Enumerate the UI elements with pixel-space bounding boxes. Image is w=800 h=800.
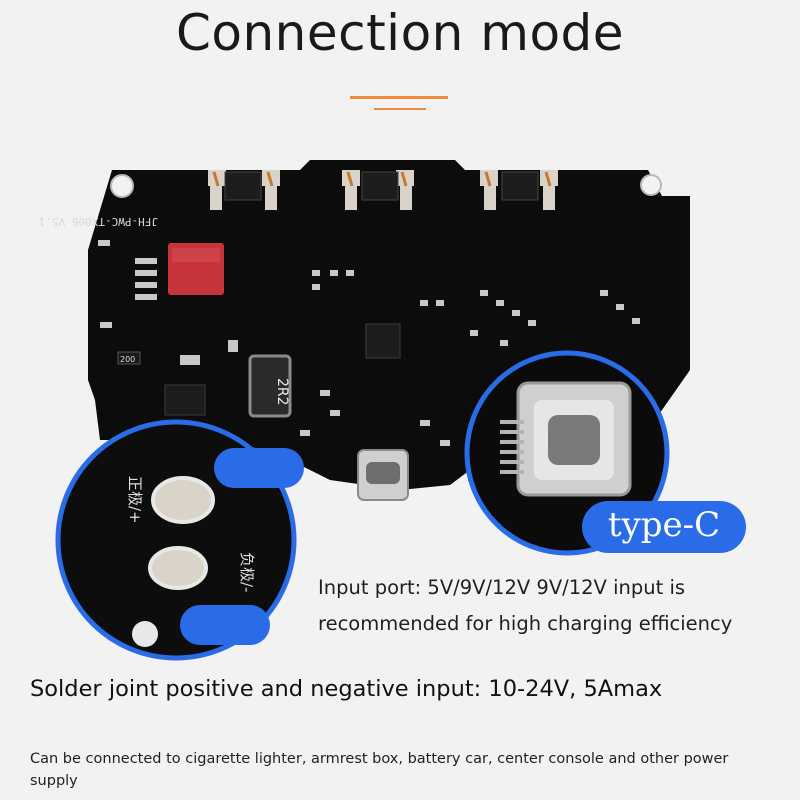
negative-label: 负极/- (238, 552, 256, 592)
coil-pads (208, 170, 558, 210)
mount-hole (110, 174, 134, 198)
controller-chip (365, 323, 401, 359)
resistor-label: 200 (120, 355, 135, 364)
positive-label: 正极/+ (126, 476, 144, 524)
inductor (248, 354, 292, 418)
type-c-label: type-C (607, 505, 721, 545)
blue-tab (214, 448, 304, 488)
solder-joint-description: Solder joint positive and negative input… (30, 676, 663, 702)
blue-tab (180, 605, 270, 645)
page-title: Connection mode (175, 4, 625, 62)
negative-pad (148, 546, 208, 590)
input-port-description: Input port: 5V/9V/12V 9V/12V input is re… (318, 576, 733, 635)
type-c-badge: type-C (582, 501, 746, 553)
corner-hole (132, 621, 158, 647)
title-accent-line (350, 96, 448, 99)
positive-pad (151, 476, 215, 524)
mount-hole (640, 174, 662, 196)
usb-c-pins (500, 420, 524, 474)
inductor-label: 2R2 (274, 378, 290, 406)
board-model-label: JFH-PWC-TX006 V5.1 (39, 215, 158, 228)
title-accent-line-short (374, 108, 426, 110)
smd-pads (98, 240, 640, 446)
mosfet-chips (224, 171, 539, 201)
coil-wires (212, 171, 552, 187)
footnote: Can be connected to cigarette lighter, a… (30, 751, 729, 789)
